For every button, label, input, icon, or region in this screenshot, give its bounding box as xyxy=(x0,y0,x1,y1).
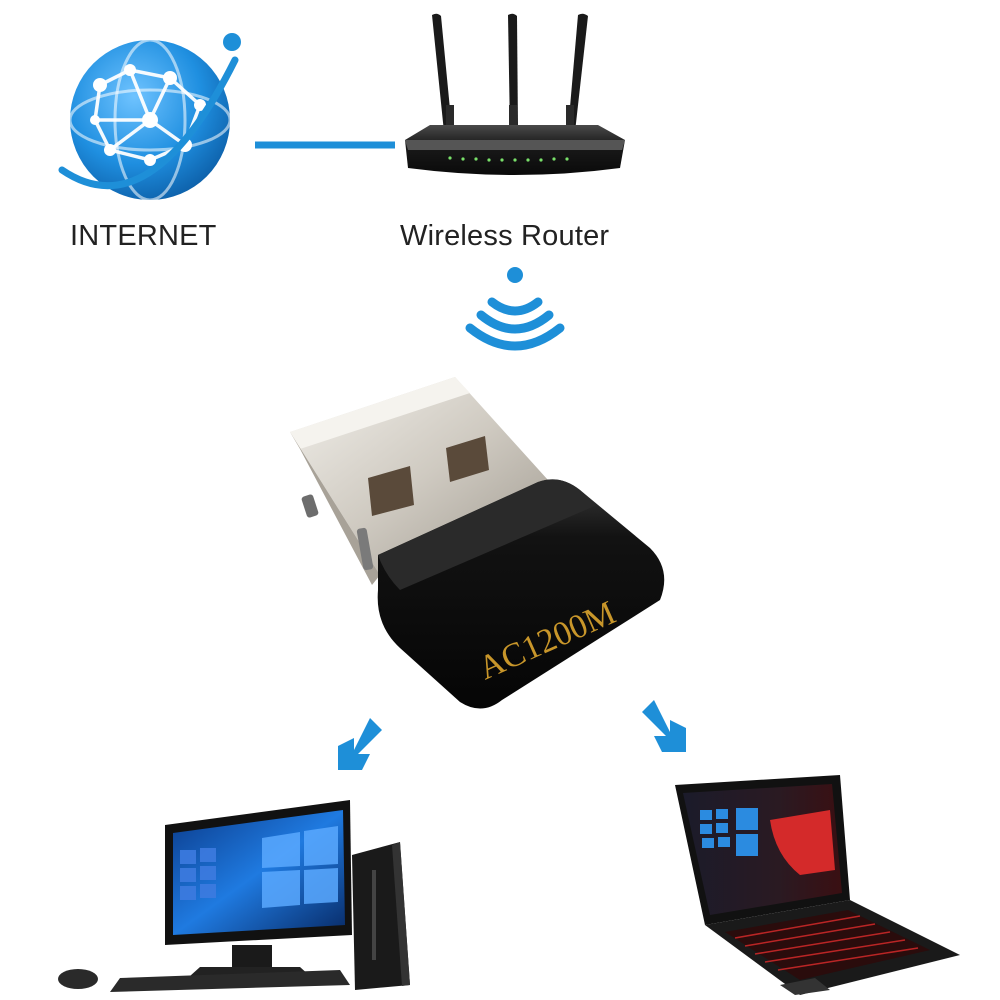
internet-label: INTERNET xyxy=(70,220,217,252)
arrow-down-left-icon xyxy=(338,718,382,770)
globe-icon xyxy=(58,33,241,202)
usb-wifi-adapter-icon: AC1200M xyxy=(290,377,665,709)
router-icon xyxy=(405,13,625,175)
wifi-signal-icon xyxy=(465,267,565,351)
arrow-down-right-icon xyxy=(642,700,686,752)
laptop-icon xyxy=(675,775,960,995)
desktop-pc-icon xyxy=(58,800,410,992)
router-label: Wireless Router xyxy=(400,220,610,252)
